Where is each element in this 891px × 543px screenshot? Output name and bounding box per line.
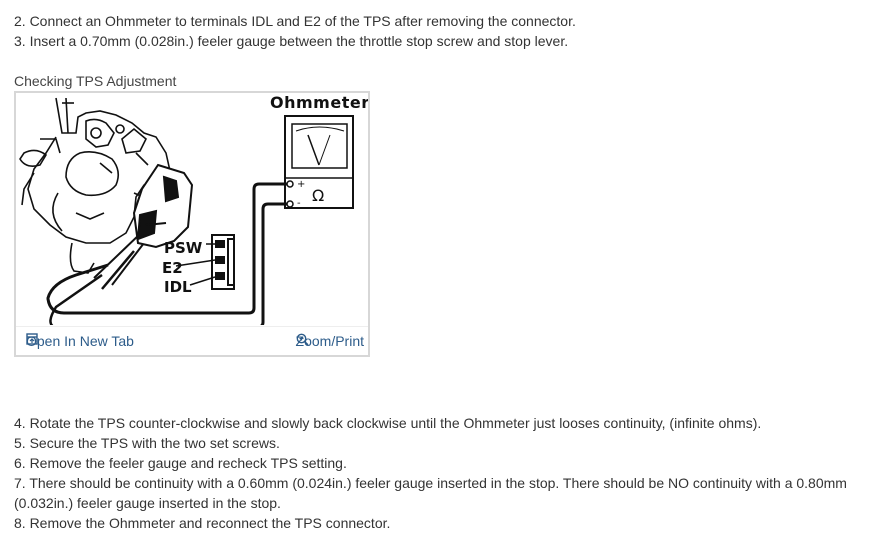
tps-sensor-drawing [132,163,194,249]
step-7-text: 7. There should be continuity with a 0.6… [14,475,847,511]
lead-wire-2 [260,202,287,325]
open-in-new-tab-link[interactable]: Open In New Tab [26,333,134,349]
step-3-text: 3. Insert a 0.70mm (0.028in.) feeler gau… [14,33,569,49]
terminal-label-idl: IDL [164,278,192,296]
svg-text:+: + [297,179,305,190]
tps-connector-drawing [211,234,235,290]
terminal-label-e2: E2 [162,259,183,277]
open-in-new-tab-label: Open In New Tab [26,333,134,349]
step-5-text: 5. Secure the TPS with the two set screw… [14,435,280,451]
terminal-negative [286,200,294,208]
svg-text:-: - [297,198,301,209]
lead-wire-1 [46,182,287,315]
ohmmeter-needle [307,134,320,166]
step-2-text: 2. Connect an Ohmmeter to terminals IDL … [14,13,576,29]
terminal-label-psw: PSW [164,239,203,257]
step-8-text: 8. Remove the Ohmmeter and reconnect the… [14,515,391,531]
tps-diagram: Ohmmeter + - Ω [19,93,368,325]
terminal-positive [286,180,294,188]
omega-symbol: Ω [312,186,324,205]
figure-caption: Checking TPS Adjustment [14,73,177,89]
ohmmeter-label: Ohmmeter [270,93,368,112]
zoom-in-icon [296,333,309,346]
zoom-print-label: Zoom/Print [295,333,364,349]
ohmmeter-dial [291,123,348,169]
zoom-print-link[interactable]: Zoom/Print [296,333,364,349]
step-4-text: 4. Rotate the TPS counter-clockwise and … [14,415,762,431]
step-6-text: 6. Remove the feeler gauge and recheck T… [14,455,347,471]
open-tab-icon [26,333,38,345]
figure-footer: Open In New Tab Zoom/Print [16,326,368,355]
tps-diagram-figure: Ohmmeter + - Ω [14,91,370,357]
